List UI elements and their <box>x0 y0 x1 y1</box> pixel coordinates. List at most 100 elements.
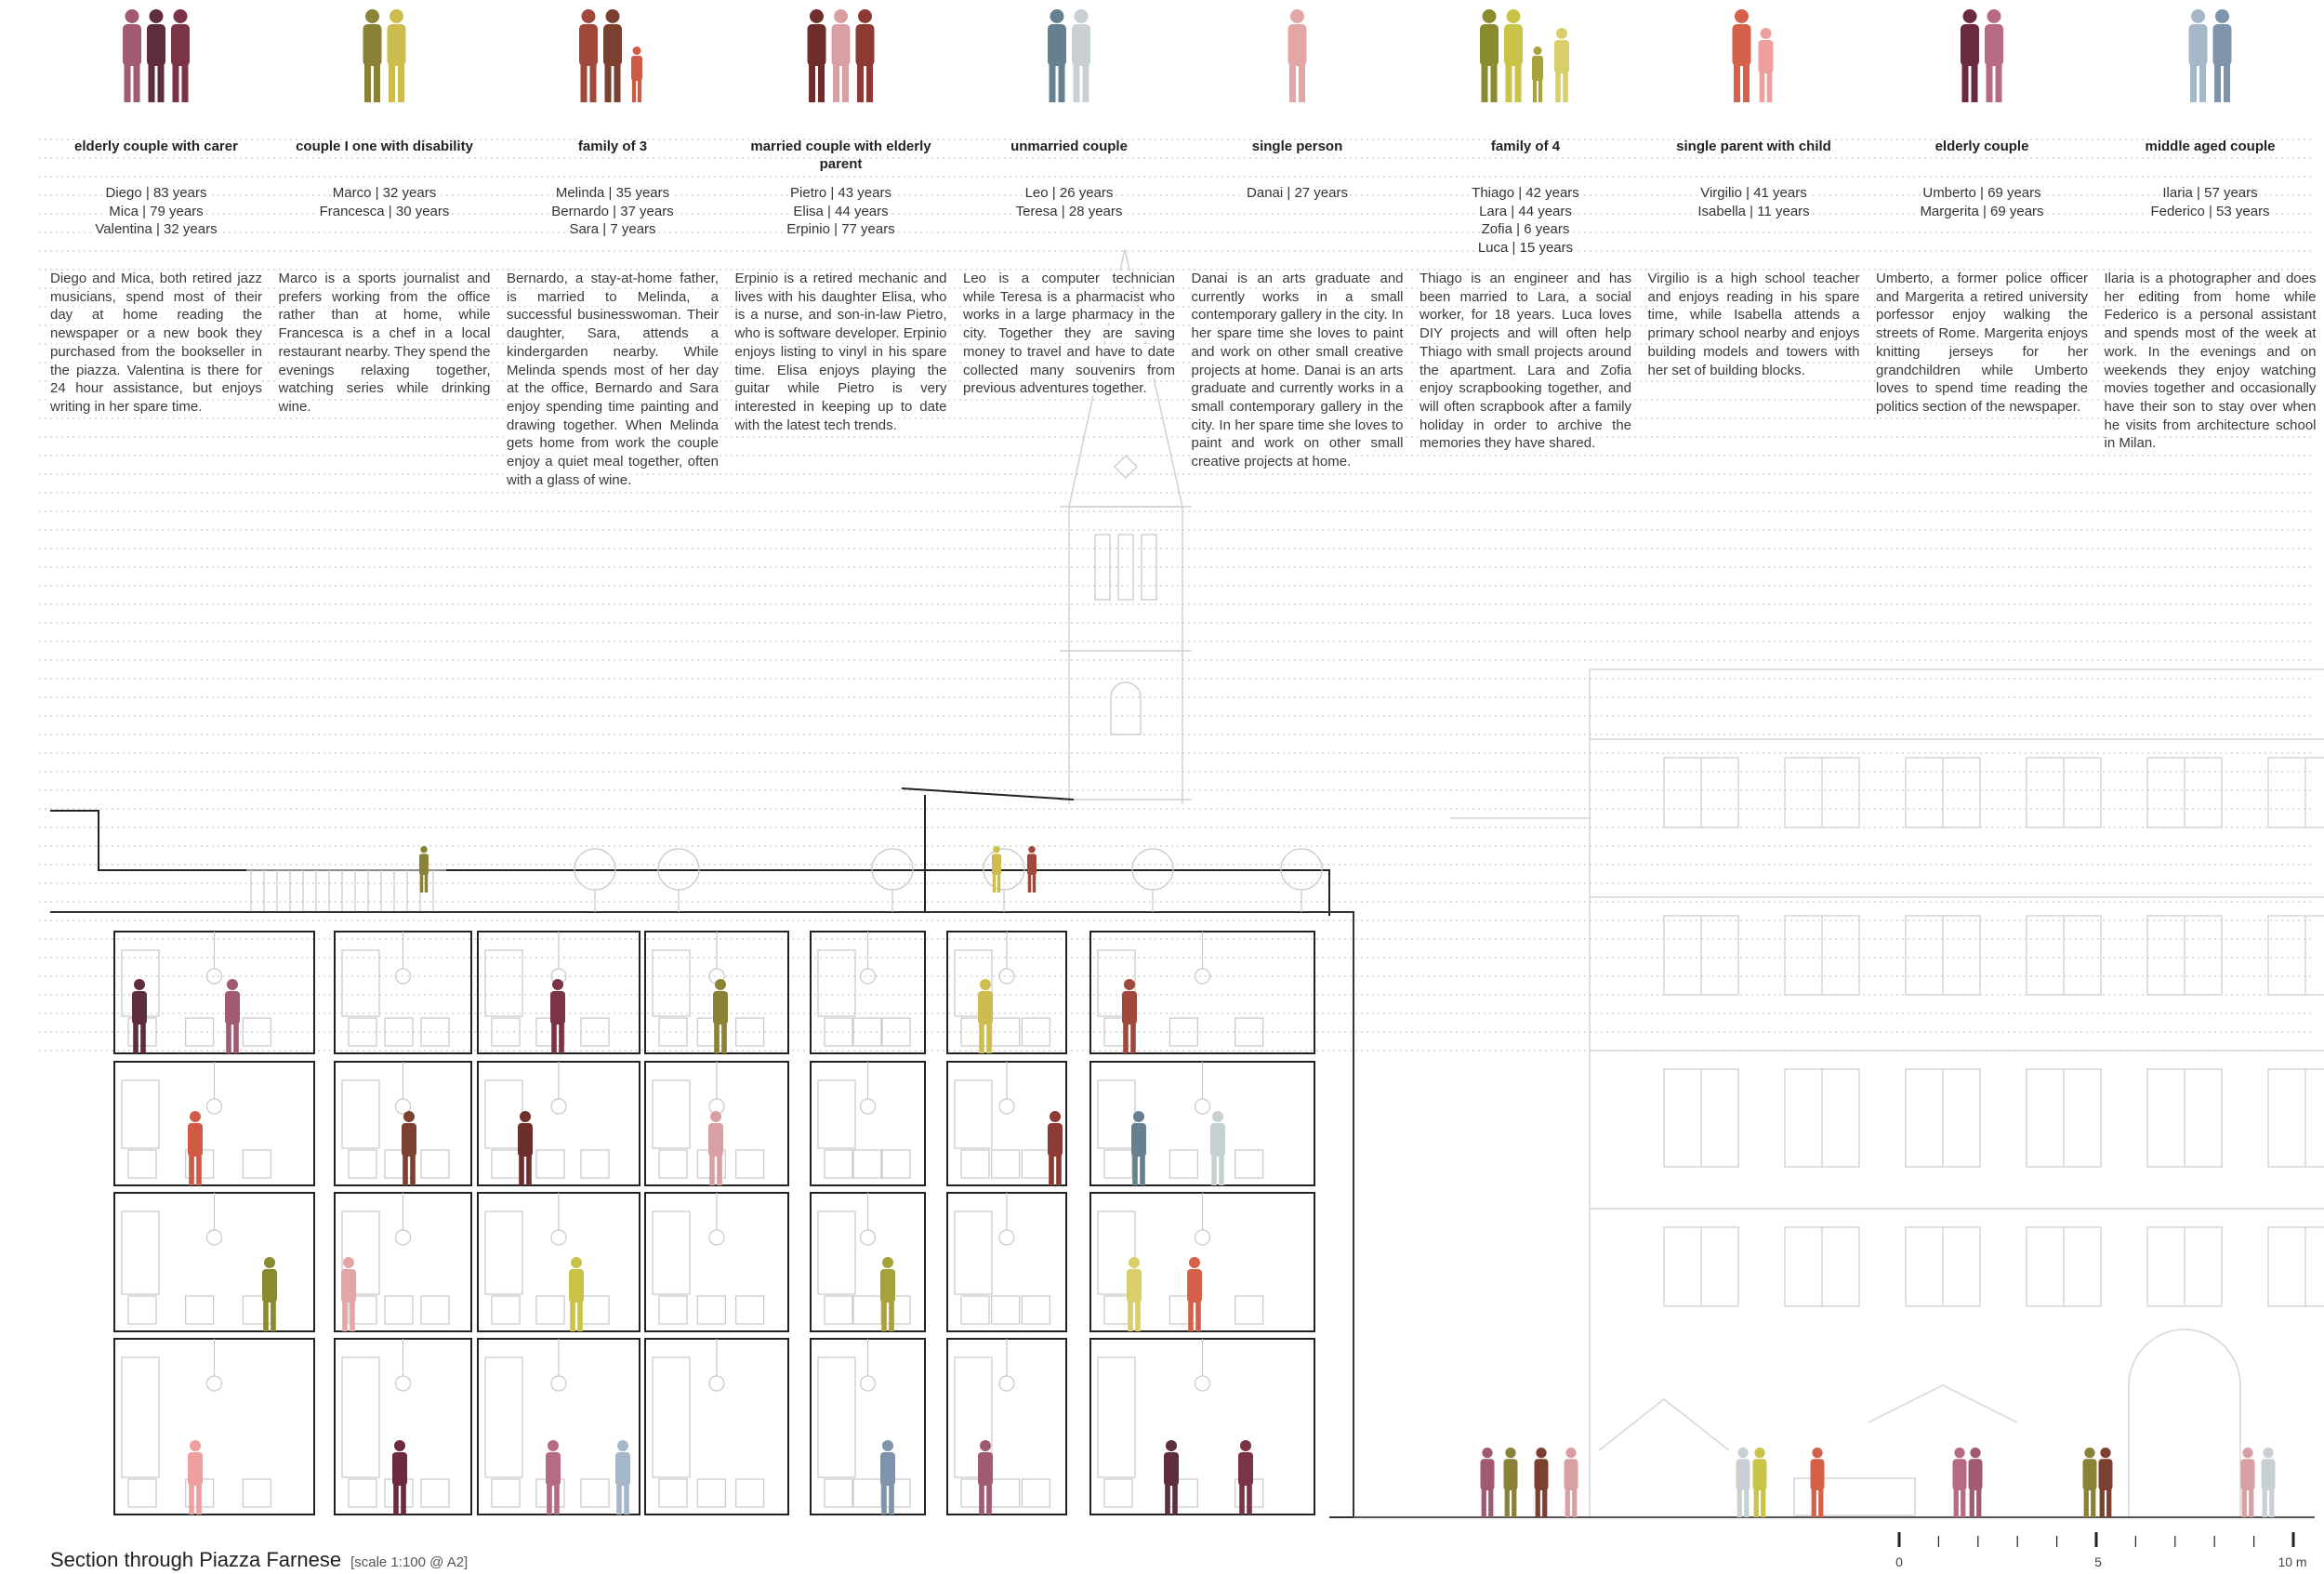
scale-label-0: 0 <box>1895 1554 1903 1569</box>
description-text: Umberto, a former police officer and Mar… <box>1876 271 2088 415</box>
pedestrian-figure <box>1810 1448 1825 1517</box>
household-member-icon <box>603 9 622 102</box>
pedestrian-figure <box>1952 1448 1967 1517</box>
resident-figure <box>1164 1440 1179 1514</box>
resident-figure <box>1027 846 1037 893</box>
description-text: Diego and Mica, both retired jazz musici… <box>50 271 262 415</box>
household-title: family of 4 <box>1490 139 1561 154</box>
people-figures <box>132 846 2276 1517</box>
household-description: Danai is an arts graduate and currently … <box>1191 270 1404 471</box>
household-member-icon <box>1961 9 1979 102</box>
household-icon <box>579 9 642 102</box>
resident-figure <box>1127 1257 1142 1331</box>
household-icon <box>363 9 406 102</box>
pedestrian-figure <box>2261 1448 2276 1517</box>
household-member-icon <box>1732 9 1751 102</box>
household-title: elderly couple <box>1934 139 2029 154</box>
household-card: couple I one with disability Marco | 32 … <box>278 138 491 417</box>
member-line: Danai | 27 years <box>1245 184 1350 203</box>
household-title: elderly couple with carer <box>74 139 238 154</box>
resident-figure <box>262 1257 277 1331</box>
household-member-icon <box>1532 46 1543 102</box>
member-line: Pietro | 43 years <box>788 184 893 203</box>
interior-furniture <box>121 848 1323 1508</box>
resident-figure <box>392 1440 407 1514</box>
member-line: Melinda | 35 years <box>553 184 672 203</box>
member-line: Luca | 15 years <box>1475 239 1576 258</box>
household-member-icon <box>1985 9 2003 102</box>
household-member-icon <box>1048 9 1066 102</box>
household-description: Diego and Mica, both retired jazz musici… <box>50 270 262 417</box>
drawing-caption: Section through Piazza Farnese[scale 1:1… <box>50 1548 468 1572</box>
pedestrian-figure <box>1736 1448 1750 1517</box>
member-line: Virgilio | 41 years <box>1698 184 1809 203</box>
resident-figure <box>188 1440 203 1514</box>
description-text: Thiago is an engineer and has been marri… <box>1419 271 1631 452</box>
member-line: Erpinio | 77 years <box>785 220 897 240</box>
household-description: Umberto, a former police officer and Mar… <box>1876 270 2088 417</box>
pedestrian-figure <box>1534 1448 1549 1517</box>
pedestrian-figure <box>1564 1448 1578 1517</box>
household-description: Erpinio is a retired mechanic and lives … <box>734 270 947 434</box>
description-text: Virgilio is a high school teacher and en… <box>1647 271 1860 378</box>
household-description: Thiago is an engineer and has been marri… <box>1419 270 1631 453</box>
member-line: Mica | 79 years <box>107 202 205 221</box>
resident-figure <box>132 979 147 1053</box>
household-member-icon <box>1504 9 1523 102</box>
description-text: Danai is an arts graduate and currently … <box>1191 271 1404 470</box>
resident-figure <box>978 979 993 1053</box>
member-line: Sara | 7 years <box>567 220 658 240</box>
household-icon <box>1480 9 1569 102</box>
resident-figure <box>546 1440 561 1514</box>
resident-figure <box>713 979 728 1053</box>
household-title: middle aged couple <box>2145 139 2276 154</box>
household-member-icon <box>387 9 406 102</box>
resident-figure <box>708 1111 723 1185</box>
household-icon <box>1961 9 2003 102</box>
caption-scale-note: [scale 1:100 @ A2] <box>350 1554 469 1570</box>
household-member-icon <box>1554 28 1569 102</box>
household-member-icon <box>171 9 190 102</box>
household-icon <box>1287 9 1307 102</box>
household-description: Marco is a sports journalist and prefers… <box>278 270 491 417</box>
description-text: Bernardo, a stay-at-home father, is marr… <box>507 271 719 488</box>
member-line: Elisa | 44 years <box>791 202 891 221</box>
pedestrian-figure <box>1968 1448 1983 1517</box>
resident-figure <box>188 1111 203 1185</box>
scale-bar <box>1897 1532 2295 1547</box>
resident-figure <box>992 846 1001 893</box>
household-icon <box>123 9 190 102</box>
member-line: Bernardo | 37 years <box>549 202 676 221</box>
pedestrian-figure <box>2082 1448 2097 1517</box>
resident-figure <box>1210 1111 1225 1185</box>
household-description: Bernardo, a stay-at-home father, is marr… <box>507 270 719 489</box>
household-member-icon <box>807 9 826 102</box>
resident-figure <box>341 1257 356 1331</box>
household-member-icon <box>363 9 382 102</box>
facade-piazza <box>1450 668 2324 1517</box>
description-text: Leo is a computer technician while Teres… <box>963 271 1175 397</box>
resident-figure <box>1131 1111 1146 1185</box>
member-line: Federico | 53 years <box>2148 202 2272 221</box>
household-icon <box>2188 9 2232 102</box>
resident-figure <box>550 979 565 1053</box>
scale-label-5: 5 <box>2094 1554 2102 1569</box>
member-line: Margerita | 69 years <box>1918 202 2046 221</box>
household-description: Virgilio is a high school teacher and en… <box>1647 270 1860 379</box>
household-card: single parent with child Virgilio | 41 y… <box>1647 138 1860 379</box>
member-line: Francesca | 30 years <box>317 202 452 221</box>
household-card: married couple with elderly parent Pietr… <box>734 138 947 434</box>
resident-figure <box>569 1257 584 1331</box>
pedestrian-figure <box>2098 1448 2113 1517</box>
member-line: Lara | 44 years <box>1477 202 1574 221</box>
description-text: Erpinio is a retired mechanic and lives … <box>734 271 947 433</box>
